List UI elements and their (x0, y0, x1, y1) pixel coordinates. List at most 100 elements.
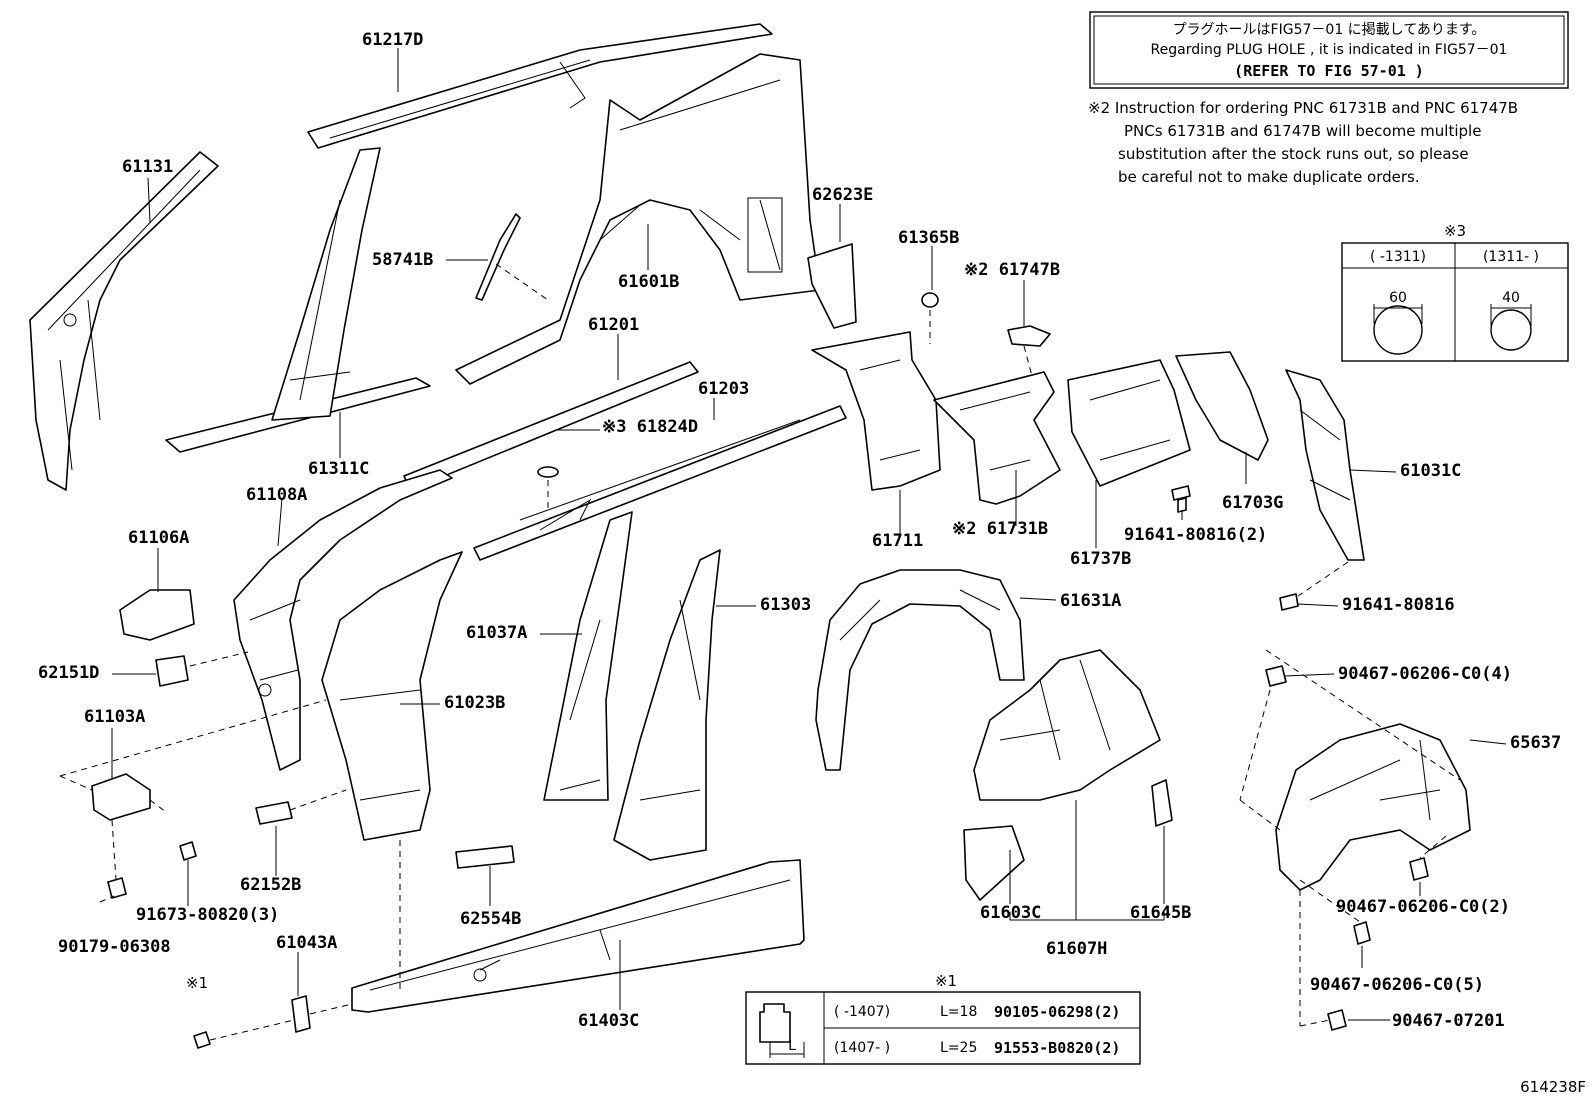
part-62152B-shape (255, 801, 293, 825)
bolt-length-table: ※1 L ( -1407) L=18 90105-06298(2) (1407-… (745, 972, 1141, 1065)
part-62554B-shape (455, 845, 515, 869)
part-61106A-shape (119, 589, 195, 641)
label-61824D: ※3 61824D (602, 417, 698, 437)
part-61303-shape (613, 549, 721, 861)
notice-line-3: (REFER TO FIG 57-01 ) (1234, 62, 1424, 80)
label-62554B: 62554B (460, 909, 521, 929)
label-62152B: 62152B (240, 875, 301, 895)
part-65637-shape (1275, 723, 1471, 891)
label-mark-1: ※1 (186, 974, 208, 992)
bolt-sketch-icon (759, 1003, 791, 1043)
label-61747B: ※2 61747B (964, 260, 1060, 280)
part-61131-shape (29, 151, 219, 491)
part-61607H-shape (973, 649, 1161, 801)
part-61601B-shape (455, 53, 821, 385)
instruction-line-4: be careful not to make duplicate orders. (1118, 168, 1420, 186)
part-61217D-shape (307, 23, 773, 149)
label-61303: 61303 (760, 595, 811, 615)
part-61824D-shape (537, 466, 559, 478)
part-bolt-mark1-shape (193, 1031, 211, 1049)
part-91641-shape (1279, 593, 1299, 611)
bolt-row2-length: L=25 (940, 1040, 977, 1056)
part-62151D-shape (155, 655, 189, 687)
instruction-note: ※2 Instruction for ordering PNC 61731B a… (1088, 99, 1518, 186)
label-58741B: 58741B (372, 250, 433, 270)
part-61203-shape (473, 405, 847, 561)
hole-60-value: 60 (1389, 290, 1407, 306)
label-90467-4: 90467-06206-C0(4) (1338, 664, 1512, 684)
part-61703G-shape (1175, 351, 1269, 461)
label-61607H: 61607H (1046, 939, 1107, 959)
part-61645B-shape (1151, 779, 1173, 827)
bolt-table-title: ※1 (935, 972, 957, 990)
label-61217D: 61217D (362, 30, 423, 50)
part-61711-shape (811, 331, 941, 491)
part-center-pillar-outer-shape (271, 147, 381, 421)
figure-code: 614238F (1520, 1078, 1586, 1096)
bolt-row2-part: 91553-B0820(2) (994, 1039, 1120, 1057)
part-61043A-shape (291, 995, 311, 1033)
bolt-row1-part: 90105-06298(2) (994, 1003, 1120, 1021)
label-61043A: 61043A (276, 933, 337, 953)
label-61737B: 61737B (1070, 549, 1131, 569)
label-61365B: 61365B (898, 228, 959, 248)
bolt-row2-range: (1407- ) (834, 1040, 890, 1056)
hole-60-circle (1373, 305, 1423, 355)
part-61365B-shape (921, 292, 939, 308)
label-90467-2: 90467-06206-C0(2) (1336, 897, 1510, 917)
notice-box: プラグホールはFIG57－01 に掲載してあります。 Regarding PLU… (1089, 11, 1569, 89)
part-61737B-shape (1067, 359, 1191, 487)
label-61311C: 61311C (308, 459, 369, 479)
part-90179-shape (107, 877, 127, 899)
label-61703G: 61703G (1222, 493, 1283, 513)
label-91641: 91641-80816 (1342, 595, 1455, 615)
label-61203: 61203 (698, 379, 749, 399)
label-65637: 65637 (1510, 733, 1561, 753)
label-91673: 91673-80820(3) (136, 905, 279, 925)
label-91641-2: 91641-80816(2) (1124, 525, 1267, 545)
part-90467-5-shape (1353, 921, 1371, 945)
label-90179: 90179-06308 (58, 937, 171, 957)
hole-col2-header: (1311- ) (1483, 249, 1539, 265)
part-61603C-shape (963, 825, 1025, 901)
label-62623E: 62623E (812, 185, 873, 205)
bolt-row1-range: ( -1407) (834, 1004, 890, 1020)
leader-lines (59, 48, 1507, 1041)
instruction-line-1: ※2 Instruction for ordering PNC 61731B a… (1088, 99, 1518, 117)
part-90467-4-shape (1265, 665, 1287, 687)
part-61023B-shape (321, 551, 463, 841)
label-61731B: ※2 61731B (952, 519, 1048, 539)
label-61645B: 61645B (1130, 903, 1191, 923)
part-61631A-shape (815, 569, 1025, 771)
part-90467-2-shape (1409, 857, 1429, 881)
part-61037A-shape (543, 511, 633, 801)
part-61103A-shape (91, 773, 151, 821)
part-91673-shape (179, 841, 197, 861)
notice-line-2: Regarding PLUG HOLE , it is indicated in… (1151, 42, 1508, 58)
bolt-dim-label: L (788, 1038, 796, 1054)
label-61108A: 61108A (246, 485, 307, 505)
label-61603C: 61603C (980, 903, 1041, 923)
label-61037A: 61037A (466, 623, 527, 643)
label-61131: 61131 (122, 157, 173, 177)
notice-inner-frame (1093, 15, 1565, 85)
bolt-row1-length: L=18 (940, 1004, 977, 1020)
hole-col1-header: ( -1311) (1370, 249, 1426, 265)
part-91641-2-shape (1171, 485, 1191, 513)
part-58741B-shape (475, 213, 521, 301)
hole-40-value: 40 (1502, 290, 1520, 306)
label-90467-07201: 90467-07201 (1392, 1011, 1505, 1031)
part-62623E-shape (807, 243, 857, 329)
label-90467-5: 90467-06206-C0(5) (1310, 975, 1484, 995)
part-labels: 61217D 61131 58741B 61601B 62623E 61365B… (38, 30, 1561, 1031)
hole-table-title: ※3 (1444, 222, 1466, 240)
label-61023B: 61023B (444, 693, 505, 713)
label-61106A: 61106A (128, 528, 189, 548)
label-61711: 61711 (872, 531, 923, 551)
part-61031C-shape (1285, 369, 1365, 561)
label-61403C: 61403C (578, 1011, 639, 1031)
label-61631A: 61631A (1060, 591, 1121, 611)
label-61103A: 61103A (84, 707, 145, 727)
label-61201: 61201 (588, 315, 639, 335)
